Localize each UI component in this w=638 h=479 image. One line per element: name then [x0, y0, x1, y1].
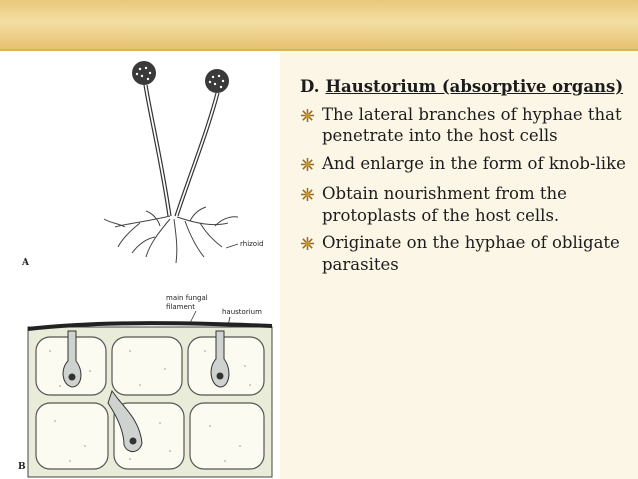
haustorium-figure: rhizoid A main fungal filament haustoriu… [0, 51, 280, 479]
host-tissue [27, 321, 273, 478]
bullet-text: The lateral branches of hyphae that pene… [322, 104, 622, 146]
bullet-item: Obtain nourishment from the protoplasts … [300, 183, 630, 226]
bullet-item: Originate on the hyphae of obligate para… [300, 232, 630, 275]
bullet-text: Originate on the hyphae of obligate para… [322, 233, 620, 274]
rhizoids [103, 206, 239, 264]
label-rhizoid: rhizoid [240, 240, 263, 248]
slide-heading: D. Haustorium (absorptive organs) [300, 76, 630, 98]
sporangium-right [205, 69, 229, 93]
bullet-text: And enlarge in the form of knob-like [322, 153, 626, 173]
bullet-item: The lateral branches of hyphae that pene… [300, 104, 630, 147]
sporangium-left [132, 61, 156, 85]
starburst-bullet-icon [300, 232, 322, 275]
label-part-a: A [21, 258, 30, 268]
banner-divider [0, 49, 638, 51]
fungus-illustration: rhizoid A main fungal filament haustoriu… [18, 61, 273, 478]
label-main-fungal-1: main fungal [166, 294, 208, 302]
heading-prefix: D. [300, 77, 320, 96]
starburst-bullet-icon [300, 183, 322, 226]
starburst-bullet-icon [300, 153, 322, 178]
title-banner [0, 0, 638, 49]
heading-title: Haustorium (absorptive organs) [325, 77, 624, 96]
bullet-text: Obtain nourishment from the protoplasts … [322, 184, 567, 225]
label-part-b: B [18, 462, 26, 472]
slide-content: D. Haustorium (absorptive organs) The la… [300, 76, 630, 275]
label-main-fungal-2: filament [166, 303, 195, 311]
starburst-bullet-icon [300, 104, 322, 147]
label-haustorium: haustorium [222, 308, 262, 316]
sporangiophores [143, 84, 220, 217]
bullet-item: And enlarge in the form of knob-like [300, 153, 630, 178]
haustoria [62, 330, 230, 452]
